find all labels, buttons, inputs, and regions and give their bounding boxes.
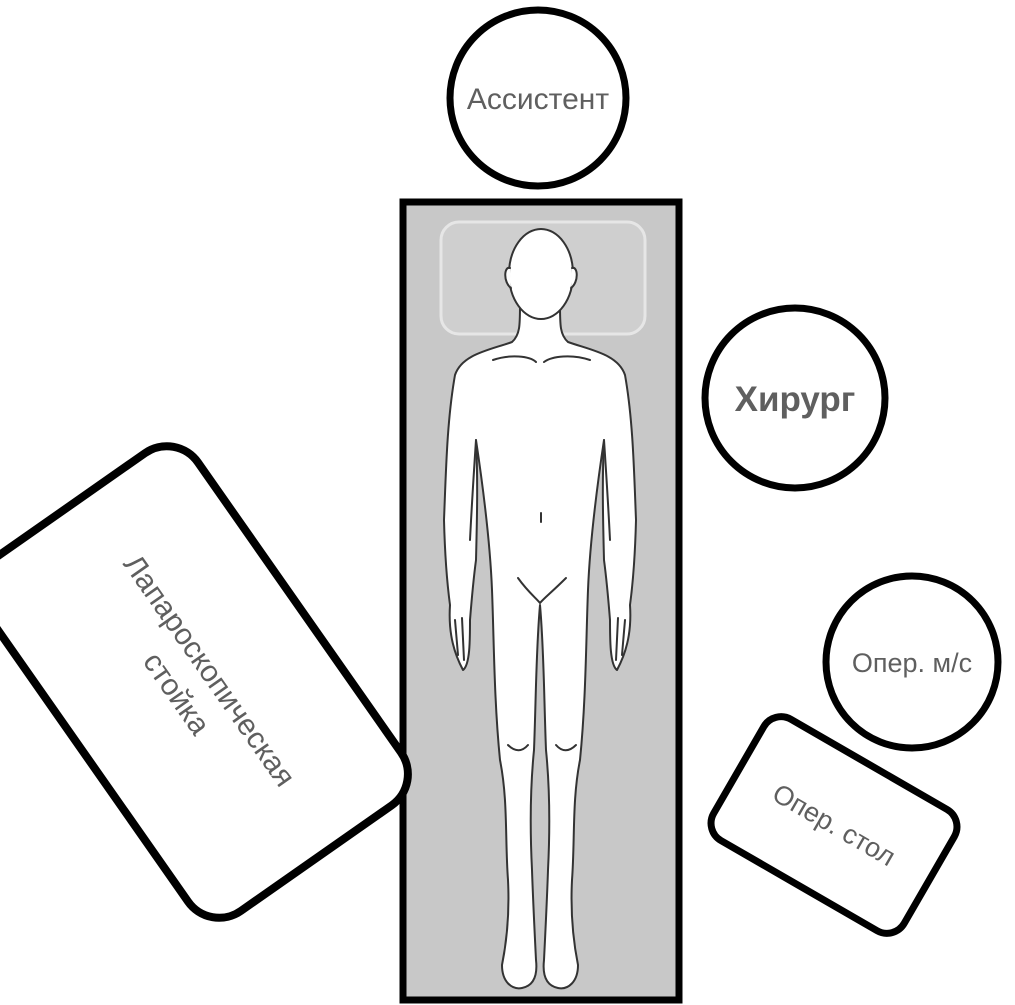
assistant-position: Ассистент xyxy=(450,10,626,186)
laparoscopic-tower: Лапароскопическая стойка xyxy=(0,431,423,932)
surgeon-position: Хирург xyxy=(705,308,885,488)
patient-head xyxy=(509,229,573,319)
surgeon-label: Хирург xyxy=(735,380,856,419)
scrub-nurse-label: Опер. м/с xyxy=(852,648,972,678)
assistant-label: Ассистент xyxy=(467,83,609,116)
scrub-nurse-position: Опер. м/с xyxy=(826,576,998,748)
